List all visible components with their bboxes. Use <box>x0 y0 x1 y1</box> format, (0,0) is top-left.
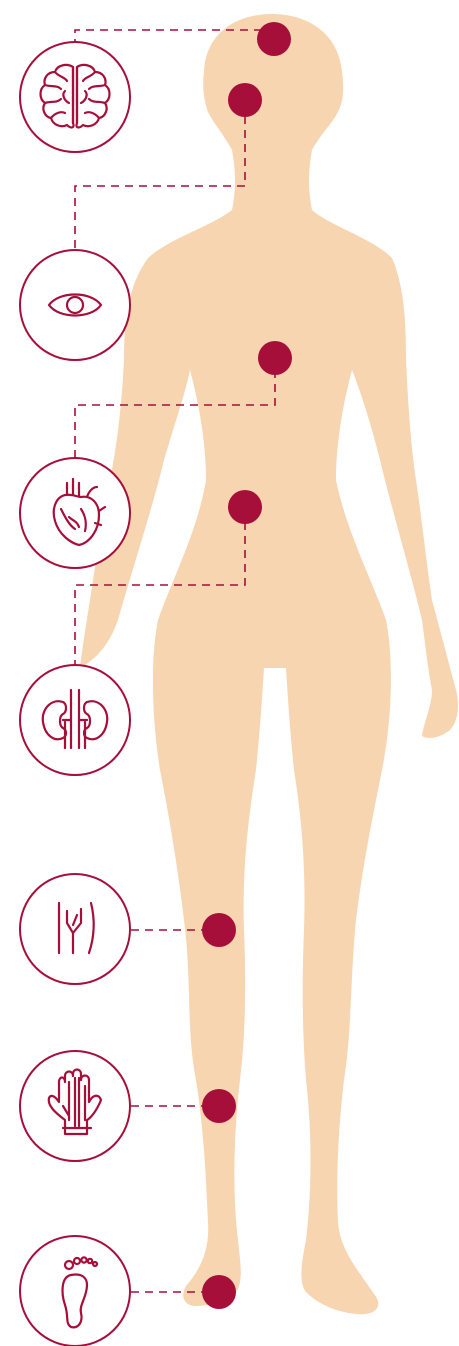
marker-chest <box>258 341 292 375</box>
kidneys-icon-ring <box>20 665 130 775</box>
marker-ankle <box>202 1275 236 1309</box>
silhouette-shape <box>80 14 458 1314</box>
foot-icon-ring <box>20 1236 130 1346</box>
heart-icon-ring <box>20 458 130 568</box>
marker-eyes <box>228 83 262 117</box>
eye-icon-ring <box>20 250 130 360</box>
marker-head-top <box>257 22 291 56</box>
marker-shin <box>202 1089 236 1123</box>
brain-icon-ring <box>20 42 130 152</box>
icon-circles <box>20 42 130 1346</box>
marker-knee <box>202 913 236 947</box>
human-silhouette <box>80 14 458 1314</box>
marker-abdomen <box>228 490 262 524</box>
